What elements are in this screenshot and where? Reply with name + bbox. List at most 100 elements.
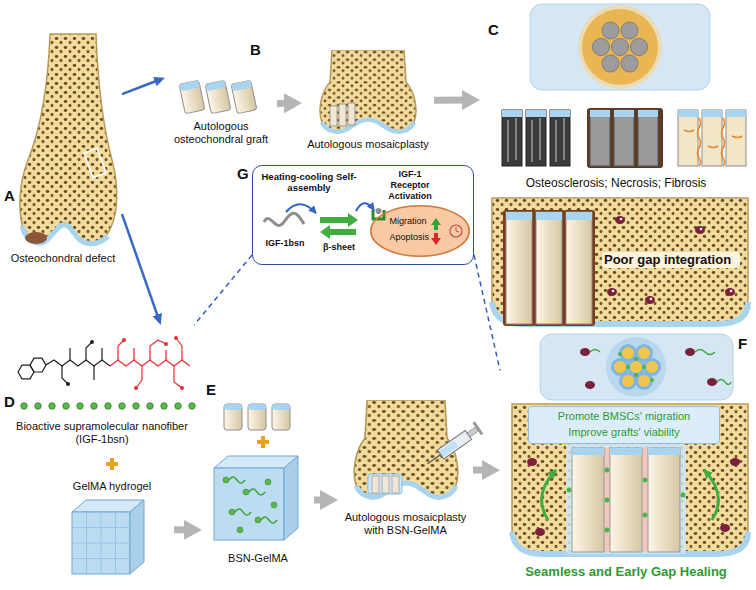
nanofiber-dots (119, 403, 125, 409)
zoom-healing (626, 365, 630, 369)
nanofiber-dots (105, 403, 111, 409)
route-arrow (122, 80, 159, 94)
process-arrow (314, 496, 328, 503)
effect-text: Apoptosis (390, 232, 442, 243)
zoom-healing (634, 373, 638, 377)
healed-knee-drawing (512, 404, 748, 554)
poor-integration-knee-drawing (695, 226, 705, 234)
process-arrow (473, 467, 490, 474)
zoom-healing (634, 357, 638, 361)
outcome-panel: Osteosclerosis; Necrosis; FibrosisPoor g… (480, 4, 752, 328)
mechanism-drawing (356, 203, 374, 211)
mosaicplasty-knee-drawing (320, 50, 416, 132)
healed-knee-drawing (572, 448, 604, 552)
bsn-gelma-drawing (272, 404, 290, 430)
bsn-gelma-drawing (255, 517, 261, 523)
molecule-drawing (122, 338, 126, 342)
graft-drawing (179, 80, 205, 114)
zoom-healing (621, 373, 636, 388)
poor-integration-knee-drawing (566, 212, 592, 220)
poor-integration-knee-drawing (536, 212, 562, 324)
panel-letter: D (4, 394, 15, 411)
poor-integration-knee-drawing (700, 228, 703, 231)
poor-integration-knee-drawing (566, 212, 592, 324)
zoom-healing (621, 346, 636, 361)
mosaicplasty-knee-drawing (320, 50, 416, 132)
zoom-healing (606, 337, 666, 397)
zoom-cross-section (578, 5, 662, 89)
failed-graft-drawings (587, 108, 663, 168)
knee-defect-drawing (84, 148, 106, 177)
injection-knee-drawing (354, 400, 483, 497)
panel-letter: C (488, 22, 499, 39)
molecule-drawing (110, 360, 190, 366)
bsn-gelma-drawing (237, 527, 243, 533)
zoom-healing (618, 352, 654, 382)
healed-knee-drawing (642, 448, 648, 552)
caption-text: Osteochondral defect (4, 252, 122, 265)
bsn-gelma-drawing (214, 404, 298, 540)
healed-knee-drawing (528, 406, 720, 444)
graft-drawing (231, 80, 252, 91)
injection-knee-drawing (437, 430, 471, 459)
graft-drawing (231, 80, 257, 114)
hydrogel-cube (72, 512, 130, 574)
zoom-healing (642, 365, 646, 369)
mechanism-drawing (286, 204, 316, 213)
mosaicplasty-knee-drawing (348, 103, 355, 125)
failed-graft-drawings (702, 110, 722, 117)
zoom-healing (650, 378, 654, 382)
bsn-gelma-drawing (272, 404, 290, 410)
knee-defect-drawing (25, 232, 47, 244)
zoom-healing (580, 348, 590, 356)
panel-letter: E (206, 382, 216, 399)
poor-integration-knee-drawing (563, 210, 595, 326)
zoom-cross-section (602, 55, 619, 72)
caption-text: Autologous mosaicplasty with BSN-GelMA (338, 511, 473, 537)
molecule-drawing (30, 358, 46, 372)
molecule-drawing (164, 342, 168, 346)
knee-illustration: Osteochondral defect (4, 28, 122, 273)
cell-ellipse: MigrationApoptosis (370, 205, 470, 257)
graft-drawing (205, 80, 231, 114)
molecule-illustration: Bioactive supramolecular nanofiber (IGF-… (4, 325, 200, 450)
bsn-gelma-drawing (224, 404, 242, 410)
panel-letter: G (237, 166, 249, 183)
nanofiber-dots (21, 403, 27, 409)
failed-graft-drawings (638, 110, 658, 117)
healed-knee-drawing (730, 458, 740, 466)
injection-knee-drawing (423, 421, 483, 469)
zoom-healing (585, 381, 595, 389)
caption-text: Autologous osteochondral graft (165, 120, 277, 146)
zoom-healing (637, 373, 652, 388)
molecule-drawing (134, 386, 138, 390)
process-arrow (277, 100, 292, 107)
molecule-label: IGF-1bsn (255, 238, 315, 249)
bsn-gelma-drawing (224, 404, 242, 430)
knee-defect-drawing (20, 34, 117, 243)
molecule-drawing (18, 336, 190, 390)
injection-knee-drawing (428, 454, 441, 463)
failed-graft-drawings (638, 110, 658, 166)
nanofiber-dots (161, 403, 167, 409)
poor-integration-knee-drawing (536, 212, 562, 220)
failed-graft-drawings (526, 110, 546, 166)
poor-integration-knee-drawing (612, 290, 615, 293)
process-arrow (174, 526, 192, 533)
zoom-cross-section (602, 22, 619, 39)
hydrogel-cube (130, 500, 144, 574)
mechanism-drawing (456, 227, 459, 232)
poor-integration-knee-drawing (615, 216, 625, 224)
healed-knee-drawing (648, 448, 680, 455)
route-arrow (122, 214, 159, 319)
nanofiber-dots (21, 403, 195, 409)
hydrogel-cube (72, 500, 144, 574)
mechanism-drawing (450, 225, 462, 237)
poor-integration-knee-drawing (506, 212, 532, 324)
failed-graft-drawings (508, 118, 564, 162)
mosaicplasty-knee-drawing (330, 106, 337, 126)
zoom-healing (590, 350, 731, 385)
mechanism-drawing (320, 225, 356, 239)
effect-text: Promote BMSCs' migration (529, 410, 719, 423)
